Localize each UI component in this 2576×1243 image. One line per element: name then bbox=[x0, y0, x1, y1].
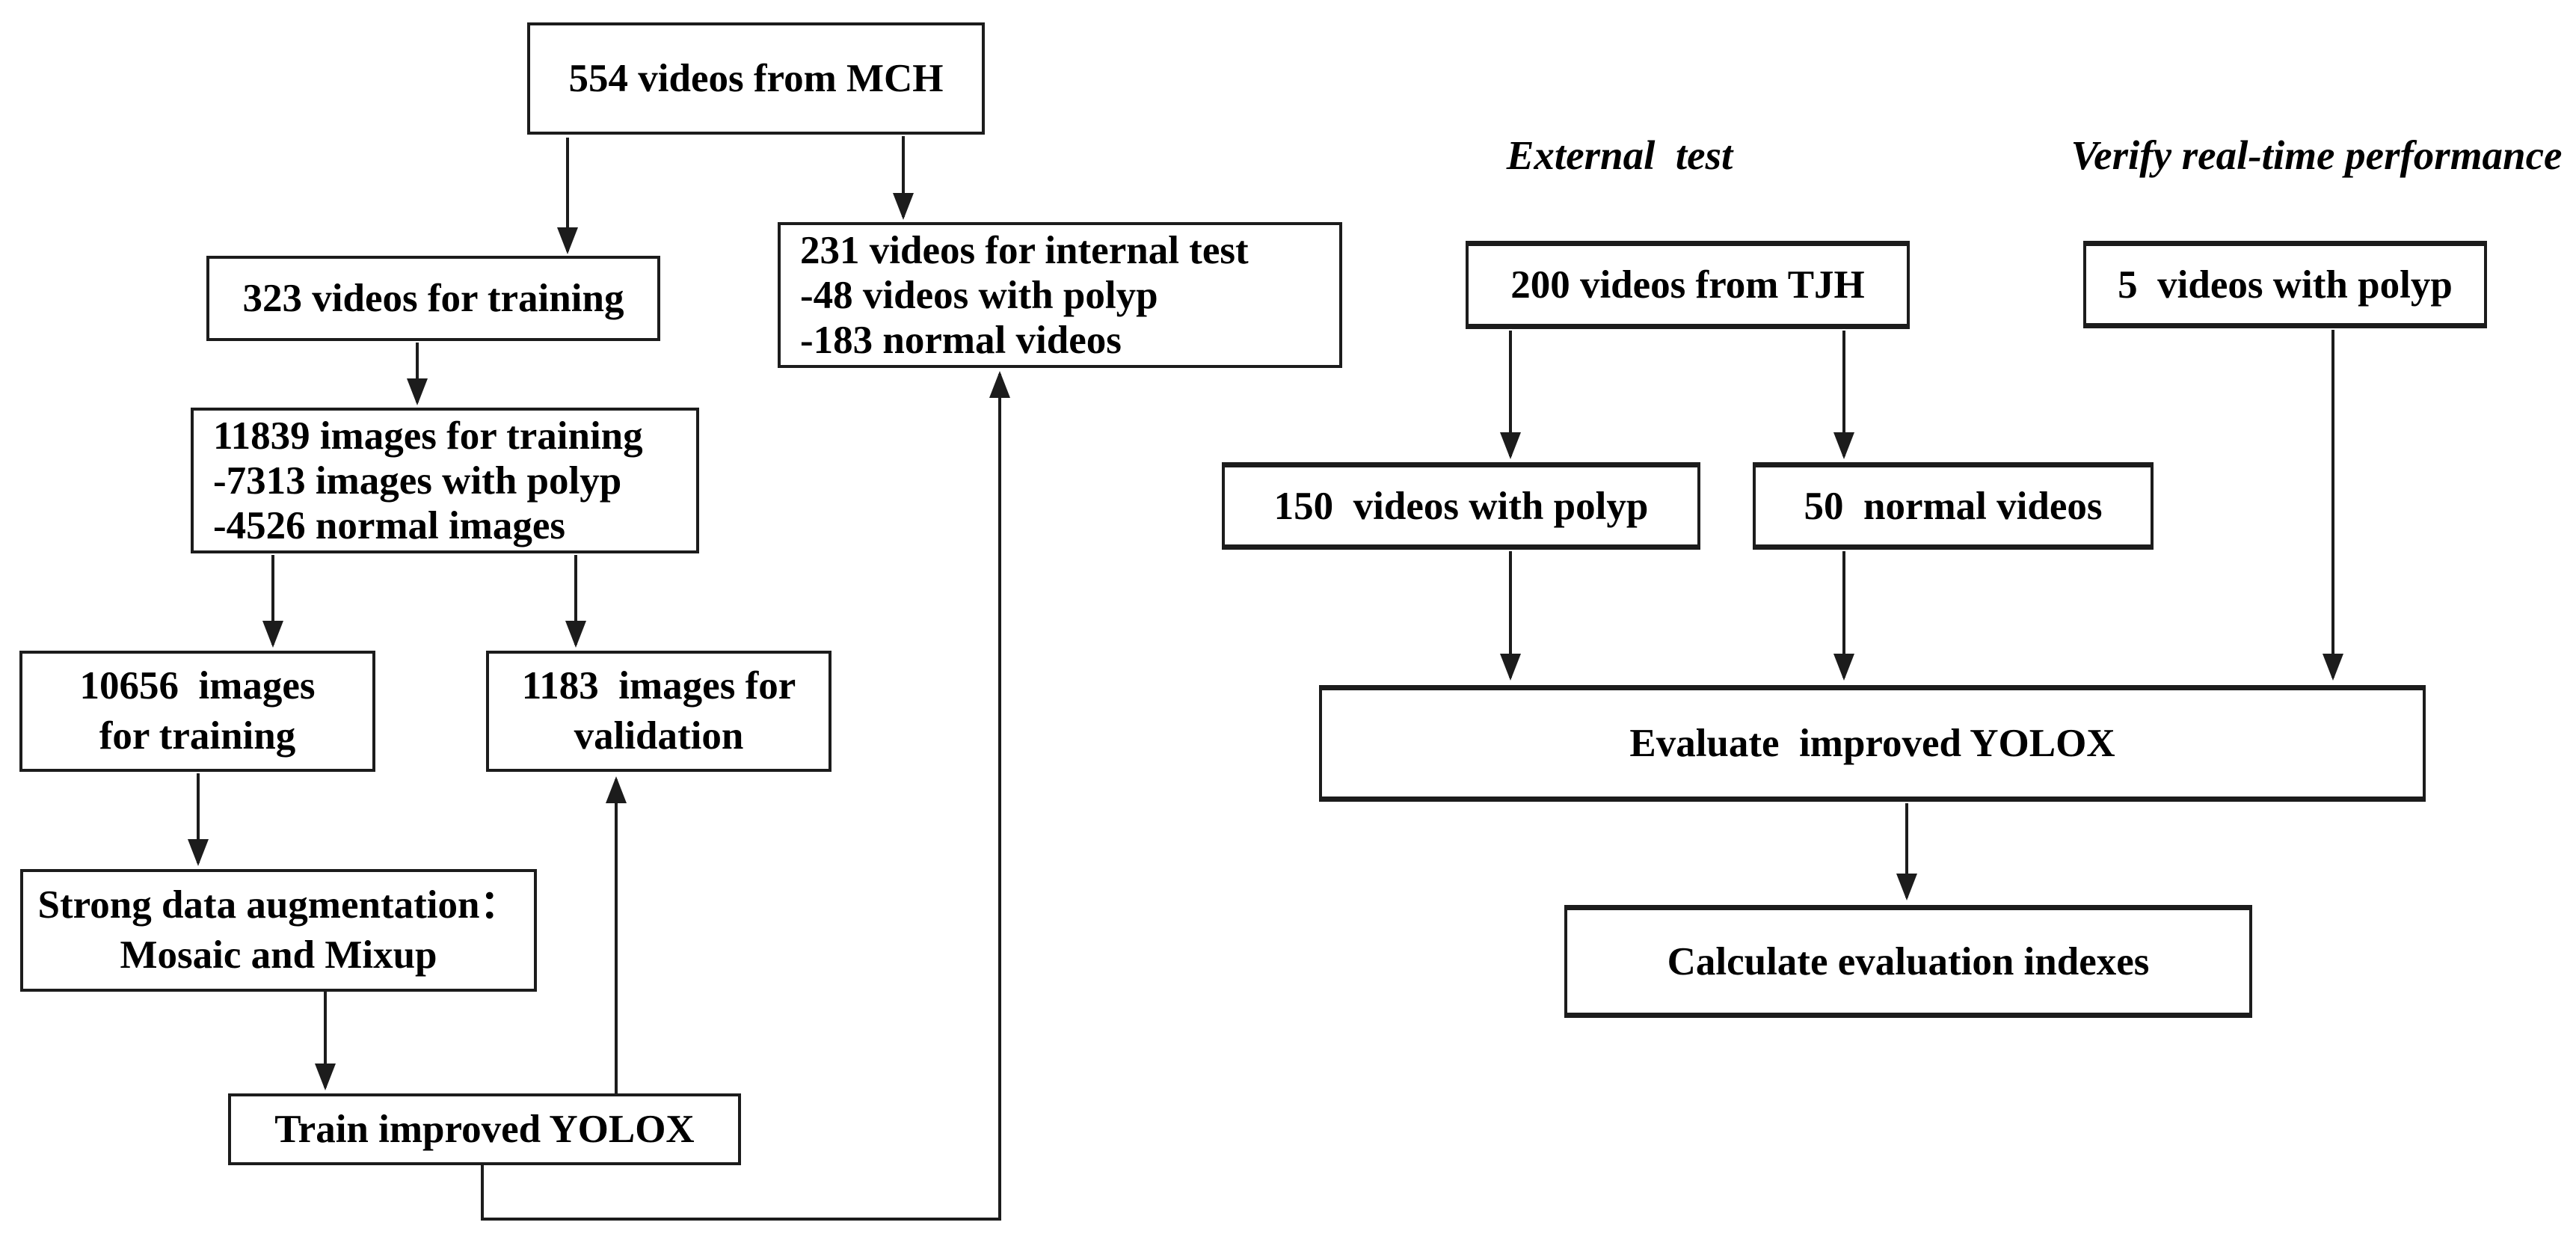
images-10656-line-1: 10656 images bbox=[79, 664, 316, 708]
label-verify-realtime-performance: Verify real-time performance bbox=[2071, 132, 2563, 178]
train-yolox-text: Train improved YOLOX bbox=[274, 1108, 695, 1151]
augmentation-line-2: Mosaic and Mixup bbox=[120, 933, 437, 977]
tjh-200-text: 200 videos from TJH bbox=[1510, 263, 1865, 307]
box-calculate-evaluation-indexes: Calculate evaluation indexes bbox=[1564, 905, 2252, 1018]
polyp-150-text: 150 videos with polyp bbox=[1273, 484, 1649, 528]
images-training-line-3: -4526 normal images bbox=[213, 503, 566, 547]
box-323-videos-training: 323 videos for training bbox=[206, 256, 660, 341]
label-external-test: External test bbox=[1506, 132, 1733, 178]
polyp-5-text: 5 videos with polyp bbox=[2118, 263, 2453, 307]
box-evaluate-improved-yolox: Evaluate improved YOLOX bbox=[1319, 685, 2426, 802]
box-1183-images-validation: 1183 images for validation bbox=[486, 651, 831, 772]
validation-line-2: validation bbox=[574, 714, 744, 758]
arrow-trainyolox-to-internal231 bbox=[481, 371, 1010, 1221]
images-training-line-1: 11839 images for training bbox=[213, 414, 643, 458]
internal-test-line-1: 231 videos for internal test bbox=[800, 228, 1249, 272]
images-10656-line-2: for training bbox=[99, 714, 296, 758]
box-10656-images-training: 10656 images for training bbox=[19, 651, 375, 772]
normal-50-text: 50 normal videos bbox=[1804, 484, 2103, 528]
calculate-indexes-text: Calculate evaluation indexes bbox=[1667, 939, 2150, 983]
box-231-videos-internal-test: 231 videos for internal test -48 videos … bbox=[778, 222, 1342, 368]
box-200-videos-tjh: 200 videos from TJH bbox=[1466, 241, 1910, 329]
internal-test-line-3: -183 normal videos bbox=[800, 318, 1122, 362]
internal-test-line-2: -48 videos with polyp bbox=[800, 273, 1158, 317]
evaluate-yolox-text: Evaluate improved YOLOX bbox=[1629, 722, 2115, 765]
box-50-normal-videos: 50 normal videos bbox=[1753, 462, 2154, 550]
box-554-videos-mch: 554 videos from MCH bbox=[527, 22, 985, 135]
box-554-videos-mch-text: 554 videos from MCH bbox=[568, 57, 944, 100]
box-150-videos-polyp: 150 videos with polyp bbox=[1222, 462, 1700, 550]
box-train-improved-yolox: Train improved YOLOX bbox=[228, 1093, 741, 1165]
box-5-videos-polyp: 5 videos with polyp bbox=[2083, 241, 2487, 328]
box-strong-data-augmentation: Strong data augmentation： Mosaic and Mix… bbox=[20, 869, 537, 992]
box-11839-images-training: 11839 images for training -7313 images w… bbox=[191, 408, 699, 553]
images-training-line-2: -7313 images with polyp bbox=[213, 458, 622, 503]
validation-line-1: 1183 images for bbox=[521, 664, 796, 708]
augmentation-line-1: Strong data augmentation： bbox=[37, 883, 520, 927]
box-323-videos-training-text: 323 videos for training bbox=[242, 277, 624, 320]
